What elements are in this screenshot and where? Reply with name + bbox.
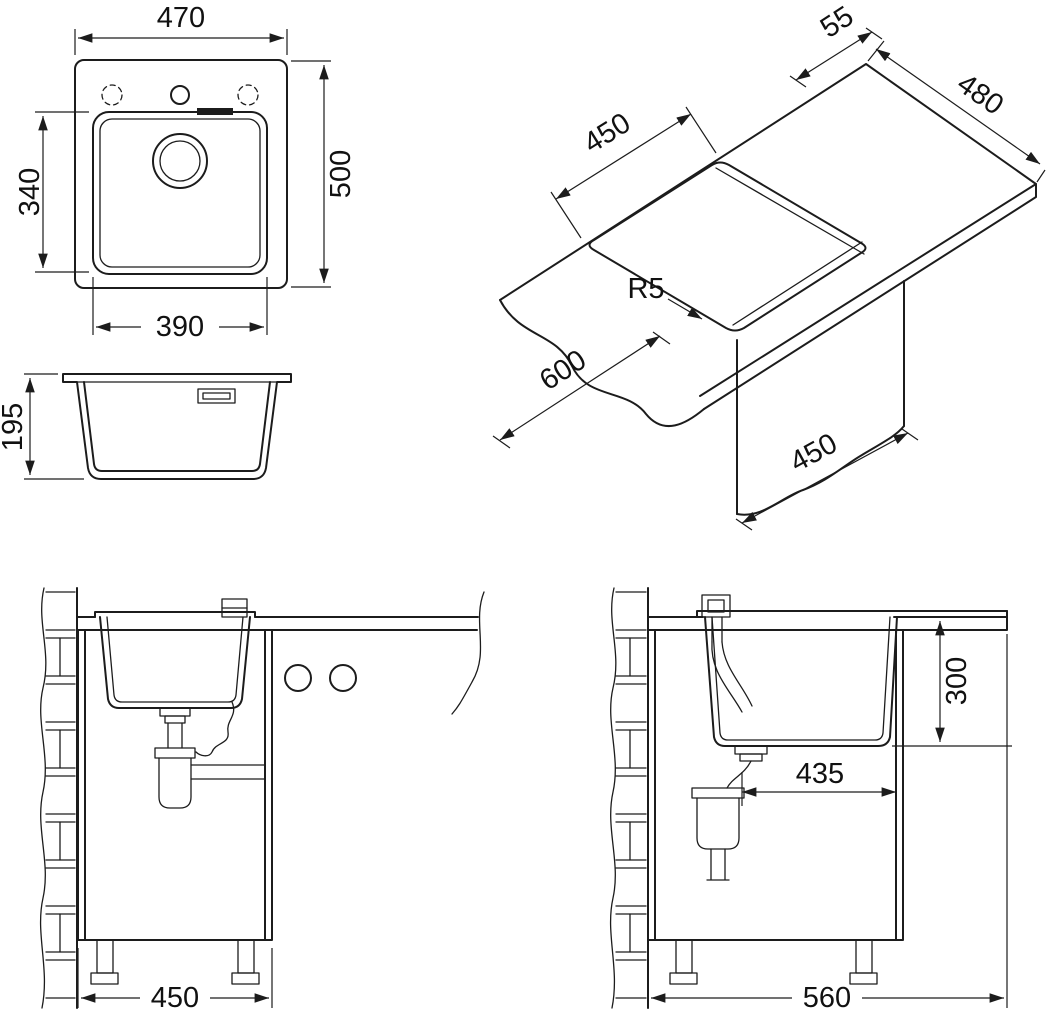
flexible-hose bbox=[195, 701, 235, 757]
bowl-inner-wall bbox=[711, 616, 891, 741]
overflow-slot bbox=[197, 108, 233, 115]
mounting-hole-left bbox=[284, 664, 312, 692]
drain-outer bbox=[152, 133, 208, 189]
tap-fitting-inner bbox=[707, 599, 725, 613]
sink-rim bbox=[696, 610, 1008, 618]
cutout-thickness-lines bbox=[715, 167, 865, 326]
dim-bowl-height: 300 bbox=[892, 621, 1012, 747]
bowl-inner-wall bbox=[106, 616, 244, 703]
dim-trap-offset: 435 bbox=[741, 758, 896, 806]
pedestal-sides bbox=[736, 280, 905, 515]
trap-cap bbox=[154, 747, 196, 759]
mounting-hole-right bbox=[329, 664, 357, 692]
dim-label-450-cutout-depth: 450 bbox=[785, 427, 843, 478]
dim-label-500: 500 bbox=[325, 150, 357, 198]
dim-corner-radius: R5 bbox=[627, 273, 703, 320]
dim-label-600: 600 bbox=[534, 344, 592, 397]
dim-overall-depth: 500 bbox=[291, 60, 357, 288]
dim-label-300: 300 bbox=[941, 657, 973, 705]
counter-break-wavy bbox=[451, 591, 485, 715]
dim-label-55: 55 bbox=[815, 0, 859, 44]
cabinet-foot-right bbox=[849, 972, 878, 985]
dim-label-340: 340 bbox=[14, 168, 46, 216]
bowl-outer-rim bbox=[92, 111, 268, 275]
countertop bbox=[647, 610, 1008, 631]
dim-label-480: 480 bbox=[951, 68, 1009, 122]
dim-cutout-width: 450 bbox=[550, 106, 717, 239]
bowl-inner-wall bbox=[83, 381, 271, 472]
dim-label-195: 195 bbox=[0, 403, 29, 451]
optional-tap-hole-right bbox=[237, 84, 259, 106]
dim-counter-depth: 480 bbox=[867, 40, 1046, 183]
dim-label-560: 560 bbox=[803, 982, 851, 1014]
drain-inner bbox=[159, 140, 201, 182]
cabinet-leg-right bbox=[237, 939, 255, 974]
wall-break-edge bbox=[39, 587, 47, 1009]
waste-pipe-down bbox=[706, 848, 730, 881]
optional-tap-hole-left bbox=[101, 84, 123, 106]
drain-flange bbox=[734, 745, 768, 755]
overflow-box-inner bbox=[202, 392, 231, 400]
dim-label-435: 435 bbox=[796, 758, 844, 790]
dim-bowl-depth: 340 bbox=[14, 111, 89, 273]
wall-brick-courses bbox=[615, 591, 647, 999]
cabinet-leg-left bbox=[675, 939, 693, 974]
dim-edge-offset: 55 bbox=[789, 0, 883, 88]
dim-counter-width: 600 bbox=[492, 331, 671, 449]
tap-hole bbox=[170, 85, 190, 105]
break-line-wavy bbox=[499, 299, 705, 427]
dim-cabinet-depth: 560 bbox=[651, 634, 1008, 1014]
counter-thickness-edge bbox=[703, 183, 1037, 410]
counter-top-outline bbox=[499, 63, 1037, 397]
tailpipe bbox=[726, 760, 752, 789]
dim-cabinet-width: 450 bbox=[77, 948, 273, 1014]
sink-rim bbox=[94, 611, 256, 618]
tap-fitting bbox=[701, 594, 731, 618]
side-view: 300 435 560 bbox=[609, 587, 1012, 1014]
trap-cap bbox=[691, 787, 745, 799]
profile-view: 195 bbox=[0, 373, 292, 480]
tap-shank bbox=[711, 616, 723, 643]
dim-label-390: 390 bbox=[156, 311, 204, 343]
dim-label-450-cabinet: 450 bbox=[151, 982, 199, 1014]
cabinet-leg-right bbox=[855, 939, 873, 974]
iso-view: 55 480 450 R5 600 450 bbox=[492, 0, 1046, 531]
front-view: 450 bbox=[39, 587, 485, 1014]
dim-label-r5: R5 bbox=[627, 273, 664, 305]
overflow-box bbox=[197, 388, 236, 404]
drain-flange bbox=[159, 707, 191, 717]
bottle-trap bbox=[696, 797, 740, 850]
dim-overall-width: 470 bbox=[74, 2, 288, 55]
sink-cutout bbox=[588, 161, 867, 332]
bowl-inner-rim bbox=[99, 118, 261, 268]
cabinet bbox=[647, 629, 904, 941]
tailpipe bbox=[167, 722, 183, 749]
cabinet-foot-left bbox=[90, 972, 119, 985]
cabinet-leg-left bbox=[96, 939, 114, 974]
dim-profile-height: 195 bbox=[0, 373, 84, 480]
dim-label-450-cutout-width: 450 bbox=[578, 107, 636, 160]
top-view: 470 500 340 390 bbox=[14, 2, 357, 343]
tap-hoses bbox=[711, 641, 753, 713]
countertop bbox=[76, 616, 479, 631]
cabinet-foot-left bbox=[669, 972, 698, 985]
dim-bowl-width: 390 bbox=[92, 277, 268, 343]
cabinet bbox=[77, 629, 273, 941]
bottle-trap bbox=[158, 757, 192, 809]
waste-pipe bbox=[190, 760, 266, 784]
bowl-outer-wall bbox=[704, 616, 898, 747]
dim-label-470: 470 bbox=[157, 2, 205, 34]
cabinet-foot-right bbox=[231, 972, 260, 985]
sink-body-outline bbox=[74, 59, 288, 289]
wall-break-edge bbox=[609, 587, 617, 1009]
drain-nut bbox=[739, 753, 763, 762]
sink-profile-outline bbox=[62, 373, 292, 480]
drain-nut bbox=[164, 715, 186, 724]
